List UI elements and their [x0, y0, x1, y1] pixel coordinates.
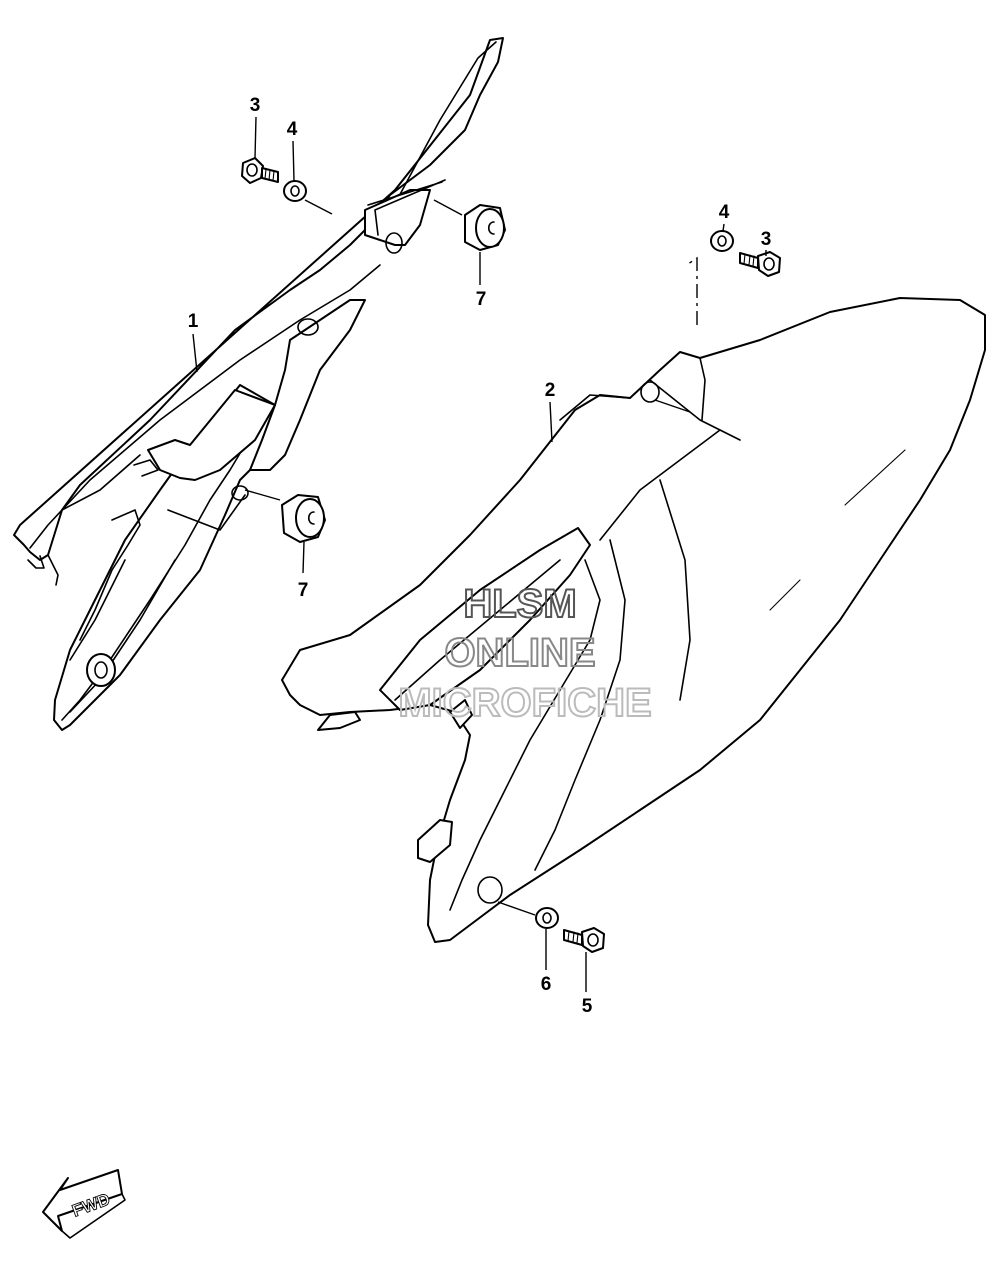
bolt-5[interactable]: [563, 927, 605, 953]
washer-4-upper-right[interactable]: [710, 230, 734, 252]
callout-7-upper: 7: [476, 289, 487, 310]
callout-4-upper-left: 4: [287, 119, 298, 140]
watermark-line-1: HLSM: [463, 582, 576, 626]
callout-4-upper-right: 4: [719, 202, 730, 223]
watermark: HLSM ONLINE MICROFICHE: [397, 581, 652, 726]
callout-3-upper-left: 3: [250, 95, 261, 116]
grommet-7-upper[interactable]: [464, 204, 506, 251]
callout-6: 6: [541, 974, 552, 995]
callout-7-lower: 7: [298, 580, 309, 601]
callout-5: 5: [582, 996, 593, 1017]
grommet-7-lower[interactable]: [281, 494, 326, 543]
bolt-3-upper-left[interactable]: [241, 157, 279, 184]
callout-1: 1: [188, 311, 199, 332]
washer-6[interactable]: [535, 907, 559, 929]
callout-3-upper-right: 3: [761, 229, 772, 250]
bolt-3-upper-right[interactable]: [739, 251, 781, 277]
watermark-line-3: MICROFICHE: [398, 681, 651, 725]
side-cover-right[interactable]: [281, 297, 986, 943]
callout-2: 2: [545, 380, 556, 401]
fwd-direction-indicator: FWD: [42, 1169, 126, 1239]
fwd-arrow-icon: [42, 1169, 123, 1232]
watermark-line-2: ONLINE: [444, 631, 595, 675]
frame-cover-left[interactable]: [13, 37, 504, 731]
washer-4-upper-left[interactable]: [283, 180, 307, 202]
callout-labels: 1 2 3 3 4 4 5 6 7 7: [188, 95, 772, 1017]
leader-lines: [192, 116, 767, 992]
